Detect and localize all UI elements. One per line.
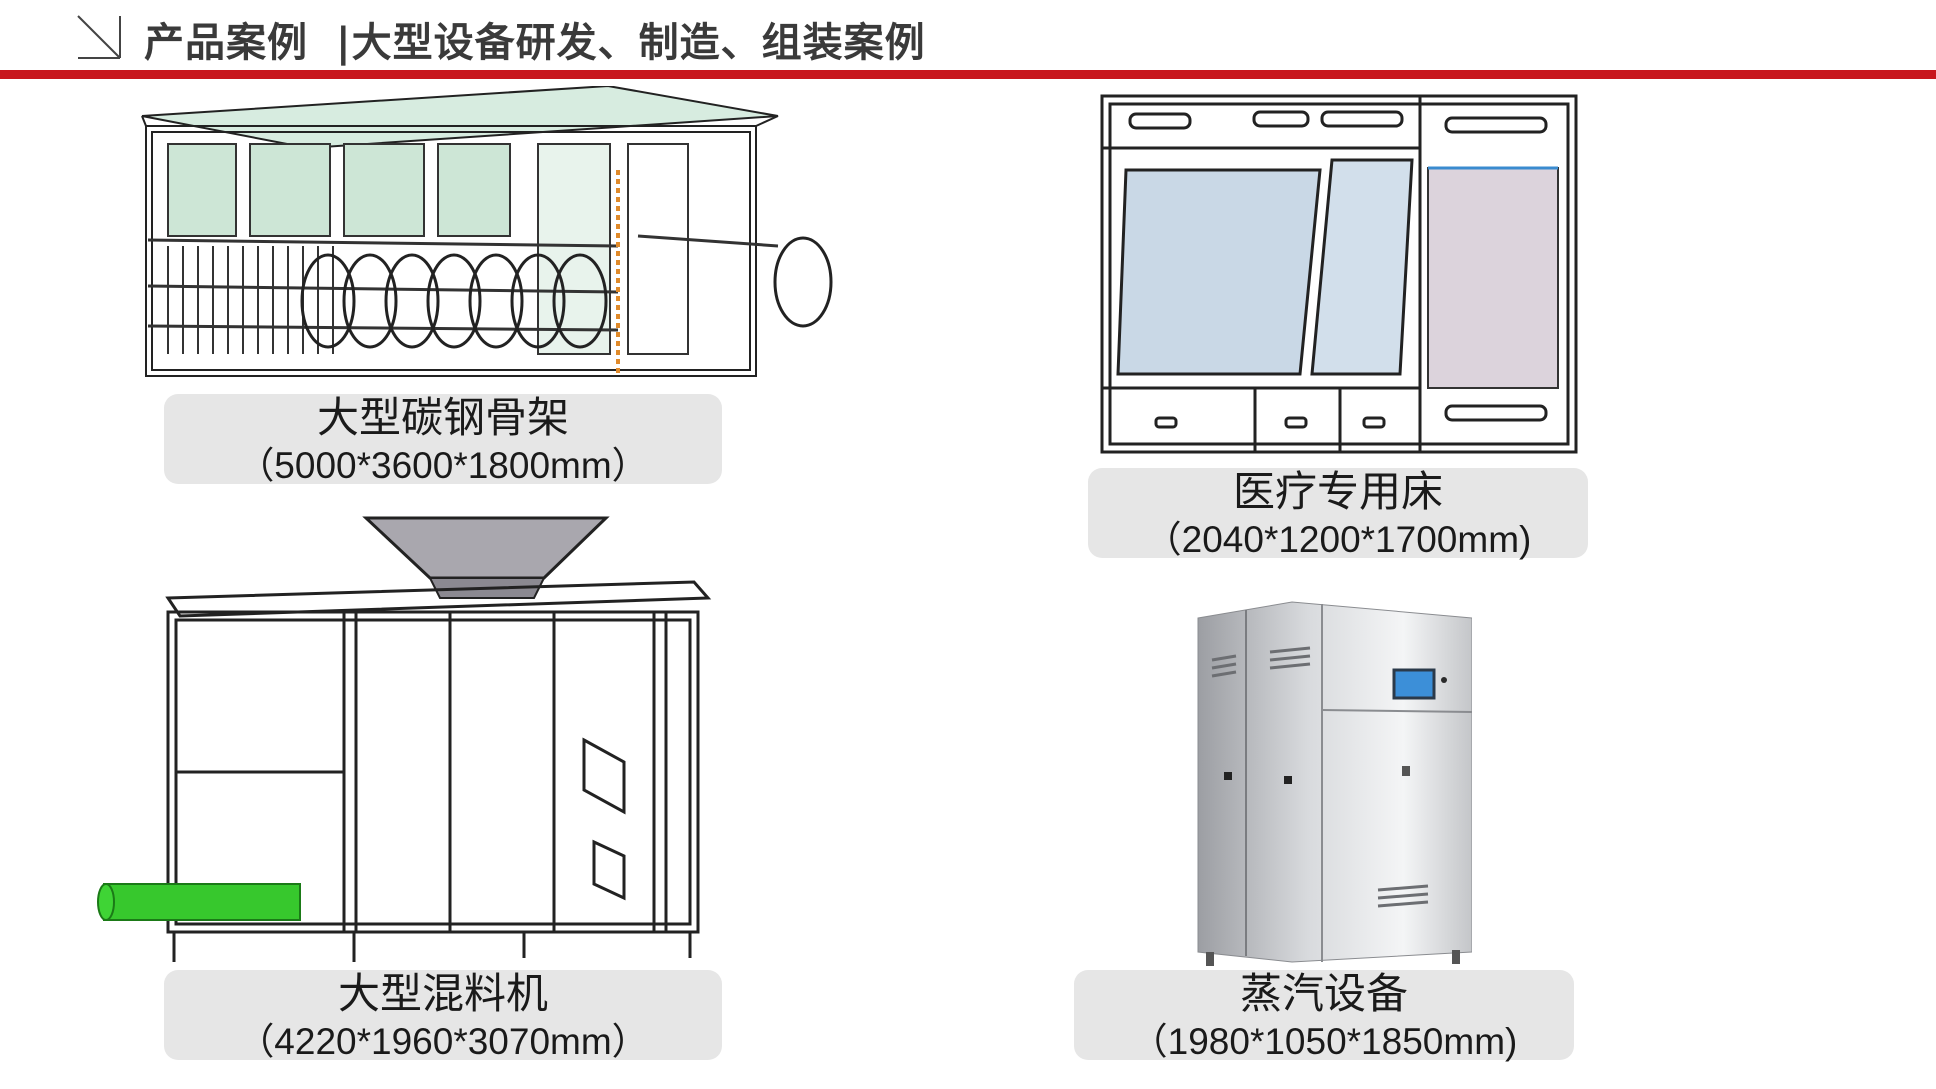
page-title: 产品案例 |大型设备研发、制造、组装案例 bbox=[144, 10, 926, 68]
steam-equipment-photo bbox=[1197, 601, 1472, 966]
caption-carbon-steel-frame: 大型碳钢骨架 （5000*3600*1800mm） bbox=[164, 393, 722, 486]
section-subtitle: |大型设备研发、制造、组装案例 bbox=[336, 20, 926, 66]
caption-steam-equipment: 蒸汽设备 （1980*1050*1850mm) bbox=[1074, 969, 1574, 1062]
carbon-steel-frame-drawing bbox=[141, 86, 833, 377]
slide-header: 产品案例 |大型设备研发、制造、组装案例 bbox=[0, 0, 1936, 80]
header-rule bbox=[0, 70, 1936, 79]
product-name: 大型碳钢骨架 bbox=[316, 393, 569, 442]
product-name: 医疗专用床 bbox=[1232, 467, 1443, 516]
product-dimensions: （2040*1200*1700mm) bbox=[1144, 519, 1532, 560]
caption-medical-bed: 医疗专用床 （2040*1200*1700mm) bbox=[1088, 467, 1588, 560]
caption-mixer-machine: 大型混料机 （4220*1960*3070mm） bbox=[164, 969, 722, 1062]
product-name: 蒸汽设备 bbox=[1239, 969, 1408, 1018]
mixer-machine-drawing bbox=[97, 516, 712, 962]
product-dimensions: （4220*1960*3070mm） bbox=[237, 1021, 649, 1062]
product-name: 大型混料机 bbox=[337, 969, 548, 1018]
corner-arrow-icon bbox=[77, 15, 121, 59]
medical-bed-drawing bbox=[1100, 94, 1578, 454]
product-dimensions: （1980*1050*1850mm) bbox=[1130, 1021, 1518, 1062]
section-label: 产品案例 bbox=[144, 20, 308, 66]
product-dimensions: （5000*3600*1800mm） bbox=[237, 445, 649, 486]
